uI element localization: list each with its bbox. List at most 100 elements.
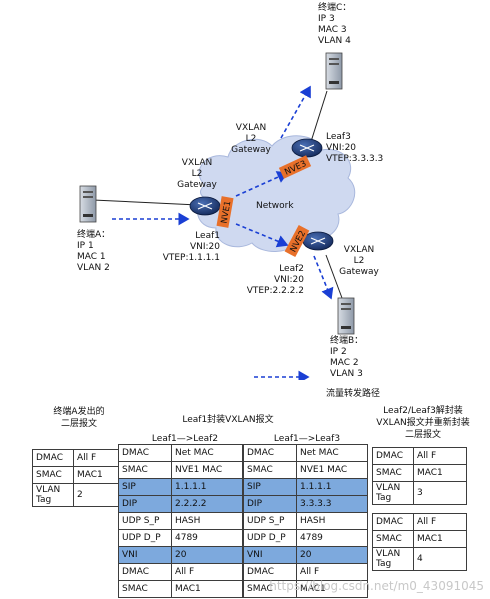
field-name: VNI bbox=[118, 546, 172, 564]
field-value: 4 bbox=[413, 547, 467, 571]
nve1-tag: NVE1 bbox=[216, 196, 234, 228]
terminal-c-ip: IP 3 bbox=[318, 14, 335, 24]
terminal-c-name: 终端C： bbox=[318, 3, 352, 13]
field-name: DMAC bbox=[243, 563, 297, 581]
topology-diagram: NVE1 NVE3 NVE2 Network bbox=[79, 52, 356, 380]
server-icon bbox=[79, 185, 97, 223]
leaf1-vtep: VTEP:1.1.1.1 bbox=[162, 253, 220, 263]
physical-links bbox=[92, 90, 343, 299]
field-value: HASH bbox=[171, 512, 243, 530]
field-value: All F bbox=[73, 449, 123, 467]
field-name: SMAC bbox=[118, 461, 172, 479]
field-value: 4789 bbox=[296, 529, 368, 547]
traffic-arrows bbox=[112, 85, 334, 380]
watermark: https://blog.csdn.net/m0_43091045 bbox=[269, 579, 484, 593]
leaf1-name: Leaf1 bbox=[195, 231, 220, 241]
field-name: SIP bbox=[118, 478, 172, 496]
leaf1-info: Leaf1 VNI:20 VTEP:1.1.1.1 bbox=[144, 231, 220, 264]
caption-decap: Leaf2/Leaf3解封装 VXLAN报文并重新封装 二层报文 bbox=[364, 405, 482, 441]
terminal-a-name: 终端A： bbox=[77, 230, 111, 240]
field-value: All F bbox=[171, 563, 243, 581]
field-value: MAC1 bbox=[413, 530, 467, 548]
gateway-label-leaf3: VXLAN L2 Gateway bbox=[228, 123, 274, 156]
leaf2-vni: VNI:20 bbox=[273, 275, 304, 285]
field-name: DMAC bbox=[372, 513, 414, 531]
leaf2-vtep: VTEP:2.2.2.2 bbox=[246, 286, 304, 296]
gateway-line: L2 bbox=[191, 169, 203, 179]
field-name: DIP bbox=[118, 495, 172, 513]
terminal-b-name: 终端B： bbox=[330, 336, 364, 346]
router-icon bbox=[189, 196, 221, 216]
field-value: 2.2.2.2 bbox=[171, 495, 243, 513]
network-label: Network bbox=[256, 201, 294, 211]
terminal-a-mac: MAC 1 bbox=[77, 252, 106, 262]
field-name: DMAC bbox=[372, 447, 414, 465]
leaf3-name: Leaf3 bbox=[326, 132, 351, 142]
caption-leaf1-encap: Leaf1封装VXLAN报文 bbox=[182, 415, 274, 425]
gateway-line: VXLAN bbox=[235, 123, 267, 133]
gateway-label-leaf2: VXLAN L2 Gateway bbox=[336, 245, 382, 278]
server-icon bbox=[337, 297, 355, 335]
leaf1-vni: VNI:20 bbox=[189, 242, 220, 252]
caption-a-sent: 终端A发出的 二层报文 bbox=[46, 406, 112, 430]
field-name: UDP S_P bbox=[118, 512, 172, 530]
legend-label: 流量转发路径 bbox=[326, 389, 381, 399]
field-value: 2 bbox=[73, 483, 123, 507]
field-name: SMAC bbox=[32, 466, 74, 484]
leaf3-vni: VNI:20 bbox=[326, 143, 357, 153]
caption-leaf1-to-leaf3: Leaf1—>Leaf3 bbox=[273, 434, 341, 444]
gateway-label-leaf1: VXLAN L2 Gateway bbox=[174, 158, 220, 191]
caption-line: 二层报文 bbox=[404, 430, 441, 440]
field-value: MAC1 bbox=[171, 580, 243, 598]
field-name: SMAC bbox=[372, 530, 414, 548]
caption-line: Leaf2/Leaf3解封装 bbox=[383, 406, 463, 416]
field-name: DMAC bbox=[118, 563, 172, 581]
terminal-b-ip: IP 2 bbox=[330, 347, 347, 357]
terminal-b-vlan: VLAN 3 bbox=[330, 369, 363, 379]
gateway-line: Gateway bbox=[231, 145, 271, 155]
caption-line: 终端A发出的 bbox=[53, 407, 105, 417]
caption-line: VXLAN报文并重新封装 bbox=[376, 418, 470, 428]
field-value: MAC1 bbox=[413, 464, 467, 482]
caption-leaf1-to-leaf2: Leaf1—>Leaf2 bbox=[151, 434, 219, 444]
field-value: 3 bbox=[413, 481, 467, 505]
gateway-line: Gateway bbox=[177, 180, 217, 190]
field-value: MAC1 bbox=[296, 580, 368, 598]
field-name: SMAC bbox=[243, 461, 297, 479]
field-name: VLAN Tag bbox=[372, 547, 414, 571]
terminal-c-vlan: VLAN 4 bbox=[318, 36, 351, 46]
field-name: SIP bbox=[243, 478, 297, 496]
field-value: Net MAC bbox=[171, 444, 243, 462]
field-name: DMAC bbox=[118, 444, 172, 462]
svg-text:NVE1: NVE1 bbox=[220, 200, 234, 224]
terminal-c-info: 终端C： IP 3 MAC 3 VLAN 4 bbox=[318, 3, 351, 47]
field-value: NVE1 MAC bbox=[296, 461, 368, 479]
field-value: 20 bbox=[171, 546, 243, 564]
gateway-line: L2 bbox=[353, 256, 365, 266]
leaf2-info: Leaf2 VNI:20 VTEP:2.2.2.2 bbox=[236, 264, 304, 297]
leaf3-info: Leaf3 VNI:20 VTEP:3.3.3.3 bbox=[326, 132, 383, 165]
field-name: SMAC bbox=[372, 464, 414, 482]
field-name: DIP bbox=[243, 495, 297, 513]
field-value: NVE1 MAC bbox=[171, 461, 243, 479]
gateway-line: L2 bbox=[245, 134, 257, 144]
field-name: DMAC bbox=[32, 449, 74, 467]
